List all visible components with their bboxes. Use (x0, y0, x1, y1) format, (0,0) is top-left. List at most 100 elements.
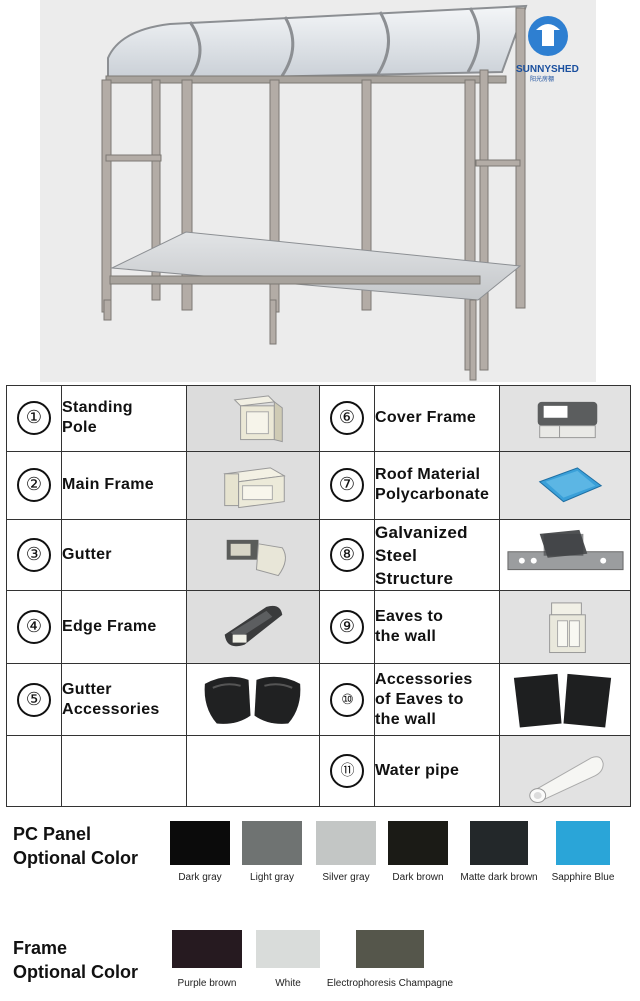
part-number: ⑧ (330, 538, 364, 573)
frame-title: Frame Optional Color (13, 936, 138, 984)
pc-panel-color-label: Dark gray (178, 872, 222, 883)
part-name-line: Main Frame (62, 476, 154, 494)
sunroom-product-image: SUNNYSHED 阳光房棚 (40, 0, 596, 382)
part-name-cell: Gutter (61, 518, 187, 592)
part-number: ④ (17, 610, 51, 645)
pc-panel-title-line: PC Panel (13, 824, 92, 844)
part-name-line: Water pipe (375, 762, 460, 780)
part-name-cell: Edge Frame (61, 590, 187, 664)
part-number-cell: ⑧ (319, 518, 375, 592)
logo-brand: SUNNYSHED (516, 64, 579, 75)
steel-bracket-icon (499, 518, 631, 592)
part-number-cell: ⑤ (6, 662, 62, 737)
part-name-line: Eaves to (375, 608, 444, 626)
part-number-cell: ① (6, 385, 62, 452)
part-number-cell: ⑨ (319, 590, 375, 664)
polycarbonate-sheet-icon (499, 450, 631, 520)
sunroom-illustration: SUNNYSHED 阳光房棚 (101, 4, 579, 381)
water-pipe-icon (499, 735, 631, 807)
part-name-line: Galvanized (375, 522, 468, 542)
eaves-profile-icon (499, 590, 631, 664)
part-name-line: the wall (375, 628, 437, 646)
part-name-line: Structure (375, 568, 454, 588)
part-name-cell: Main Frame (61, 450, 187, 520)
gutter-profile-icon (186, 518, 320, 592)
frame-color-label: Electrophoresis Champagne (326, 978, 454, 989)
part-number: ③ (17, 538, 51, 573)
part-name-cell: Cover Frame (374, 385, 500, 452)
part-number: ① (17, 401, 51, 436)
part-number: ② (17, 468, 51, 503)
pc-panel-title-line: Optional Color (13, 848, 138, 868)
part-name-line: of Eaves to (375, 690, 464, 708)
part-number-cell: ③ (6, 518, 62, 592)
cover-frame-profile-icon (499, 385, 631, 452)
pc-panel-color-swatch (170, 821, 230, 865)
part-name-line: Polycarbonate (375, 486, 490, 504)
part-number-cell: ④ (6, 590, 62, 664)
frame-color-label: White (275, 978, 301, 989)
part-number-cell: ② (6, 450, 62, 520)
part-name-line: Cover Frame (375, 409, 477, 427)
standing-pole-profile-icon (186, 385, 320, 452)
part-number: ⑤ (17, 682, 51, 717)
table-row: ④ Edge Frame ⑨ Eaves to the wall (6, 590, 631, 664)
empty-cell (186, 735, 320, 807)
pc-panel-color-label: Light gray (250, 872, 294, 883)
part-number-cell: ⑪ (319, 735, 375, 807)
part-name-line: Pole (62, 419, 97, 437)
part-name-line: Standing (62, 399, 133, 417)
part-name-line: the wall (375, 710, 437, 728)
edge-frame-profile-icon (186, 590, 320, 664)
sunnyshed-logo-icon (528, 16, 568, 56)
pc-panel-color-swatch (470, 821, 528, 865)
frame-title-line: Frame (13, 938, 68, 958)
part-name-line: Steel (375, 545, 418, 565)
empty-cell (61, 735, 187, 807)
part-name-line: Edge Frame (62, 618, 157, 636)
part-number-cell: ⑩ (319, 662, 375, 737)
frame-color-swatch (172, 930, 242, 968)
part-number: ⑨ (330, 610, 364, 645)
pc-panel-color-swatch (556, 821, 610, 865)
frame-color-swatch (256, 930, 320, 968)
part-number-cell: ⑦ (319, 450, 375, 520)
part-name-line: Accessories (62, 700, 160, 718)
pc-panel-color-label: Sapphire Blue (551, 872, 615, 883)
main-frame-profile-icon (186, 450, 320, 520)
part-name-line: Roof Material (375, 466, 481, 484)
pc-panel-color-label: Matte dark brown (460, 872, 538, 883)
part-name-cell: Water pipe (374, 735, 500, 807)
part-number: ⑥ (330, 401, 364, 436)
pc-panel-color-label: Silver gray (322, 872, 370, 883)
part-number-cell: ⑥ (319, 385, 375, 452)
frame-color-swatch (356, 930, 424, 968)
part-number: ⑪ (330, 754, 364, 789)
pc-panel-color-label: Dark brown (392, 872, 444, 883)
part-name-cell: Eaves to the wall (374, 590, 500, 664)
part-number: ⑦ (330, 468, 364, 503)
eaves-caps-icon (499, 662, 631, 737)
pc-panel-color-swatch (316, 821, 376, 865)
empty-cell (6, 735, 62, 807)
logo-sub: 阳光房棚 (530, 75, 554, 83)
pc-panel-color-swatch (242, 821, 302, 865)
frame-title-line: Optional Color (13, 962, 138, 982)
pc-panel-title: PC Panel Optional Color (13, 822, 138, 870)
gutter-caps-icon (186, 662, 320, 737)
part-name-line: Accessories (375, 670, 473, 688)
part-name-cell: Accessories of Eaves to the wall (374, 662, 500, 737)
part-name-line: Gutter (62, 680, 112, 698)
table-row: ⑪ Water pipe (6, 735, 631, 807)
frame-color-label: Purple brown (177, 978, 237, 989)
pc-panel-color-swatch (388, 821, 448, 865)
part-number: ⑩ (330, 682, 364, 717)
